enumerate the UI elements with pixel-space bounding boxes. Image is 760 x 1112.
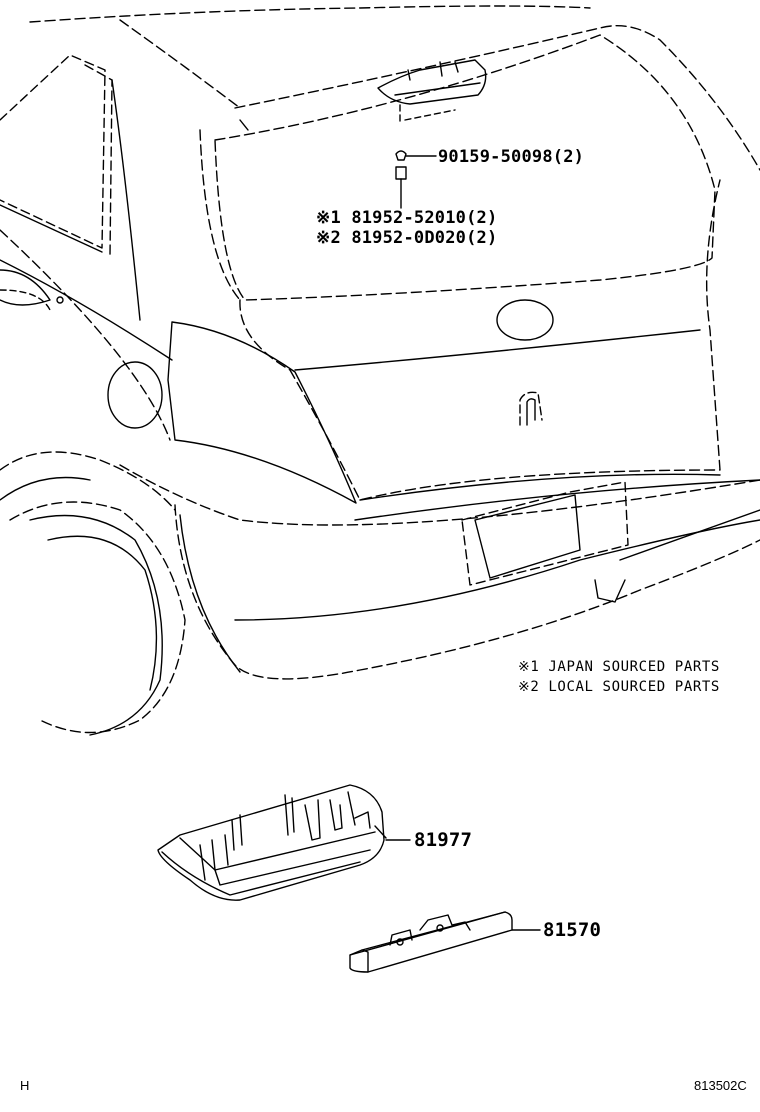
clip-icon [395, 166, 407, 209]
cover-part-number: 81977 [414, 829, 473, 851]
footer-figure-code: 813502C [694, 1078, 747, 1093]
car-body-outline [0, 5, 760, 736]
note-japan-sourced: ※1 JAPAN SOURCED PARTS [518, 659, 720, 675]
footer-left-code: H [20, 1078, 30, 1093]
cover-part-drawing [157, 784, 411, 901]
lamp-part-drawing [349, 911, 541, 973]
clip-japan-part-number: ※1 81952-52010(2) [316, 208, 498, 228]
note-local-sourced: ※2 LOCAL SOURCED PARTS [518, 679, 720, 695]
clip-local-part-number: ※2 81952-0D020(2) [316, 228, 498, 248]
lamp-part-number: 81570 [543, 919, 602, 941]
screw-icon [395, 150, 437, 161]
screw-part-number: 90159-50098(2) [438, 147, 585, 167]
installed-stop-lamp [377, 59, 487, 126]
